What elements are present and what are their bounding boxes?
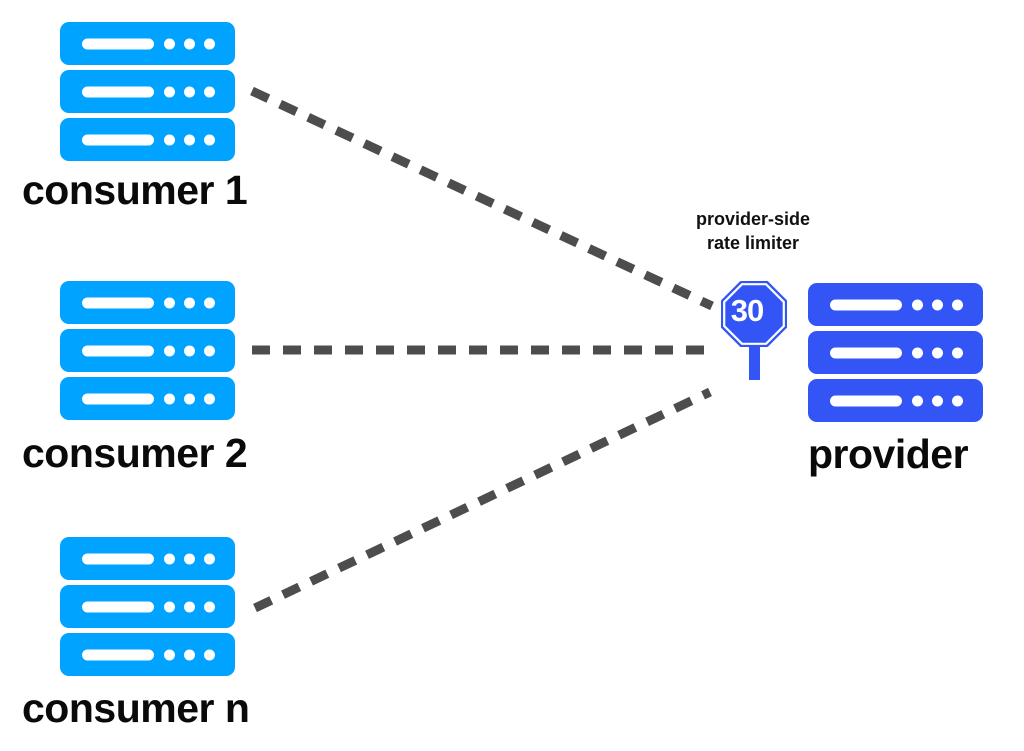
- server-row: [60, 585, 235, 628]
- server-row: [60, 22, 235, 65]
- link-consumer-n: [253, 387, 712, 613]
- consumer-2-label: consumer 2: [22, 430, 248, 476]
- server-status-dots: [912, 395, 963, 406]
- consumer-n-server-icon[interactable]: [60, 537, 235, 676]
- server-status-dots: [164, 86, 215, 97]
- server-row: [60, 537, 235, 580]
- server-row: [808, 283, 983, 326]
- server-row: [60, 377, 235, 420]
- rate-limiter-caption-line-1: provider-side: [695, 209, 811, 229]
- server-row: [60, 329, 235, 372]
- consumer-1-label: consumer 1: [22, 167, 248, 213]
- server-status-dots: [164, 345, 215, 356]
- server-row: [808, 379, 983, 422]
- server-status-dots: [164, 553, 215, 564]
- server-slot-bar: [82, 297, 154, 308]
- server-status-dots: [164, 134, 215, 145]
- server-row: [60, 118, 235, 161]
- server-row: [60, 633, 235, 676]
- server-status-dots: [164, 601, 215, 612]
- provider-server-icon[interactable]: [808, 283, 983, 422]
- provider-label: provider: [808, 431, 969, 477]
- server-slot-bar: [82, 649, 154, 660]
- server-slot-bar: [830, 347, 902, 358]
- server-slot-bar: [830, 395, 902, 406]
- rate-limiter-caption: provider-side rate limiter: [672, 207, 834, 256]
- server-row: [808, 331, 983, 374]
- server-slot-bar: [82, 345, 154, 356]
- consumer-2-server-icon[interactable]: [60, 281, 235, 420]
- server-slot-bar: [82, 86, 154, 97]
- server-status-dots: [912, 347, 963, 358]
- server-slot-bar: [82, 553, 154, 564]
- server-slot-bar: [82, 393, 154, 404]
- server-slot-bar: [82, 134, 154, 145]
- server-slot-bar: [82, 38, 154, 49]
- server-slot-bar: [830, 299, 902, 310]
- rate-limiter-caption-line-2: rate limiter: [706, 233, 800, 254]
- server-status-dots: [164, 393, 215, 404]
- server-status-dots: [164, 38, 215, 49]
- server-status-dots: [912, 299, 963, 310]
- consumer-1-server-icon[interactable]: [60, 22, 235, 161]
- server-status-dots: [164, 649, 215, 660]
- link-consumer-1: [250, 86, 714, 311]
- rate-limit-value: 30: [730, 292, 764, 328]
- server-row: [60, 70, 235, 113]
- sign-post: [749, 318, 760, 380]
- server-row: [60, 281, 235, 324]
- server-status-dots: [164, 297, 215, 308]
- server-slot-bar: [82, 601, 154, 612]
- rate-limiter-sign[interactable]: 30: [714, 278, 794, 403]
- octagon-speed-limit-sign-icon: [721, 281, 787, 347]
- consumer-n-label: consumer n: [22, 685, 250, 731]
